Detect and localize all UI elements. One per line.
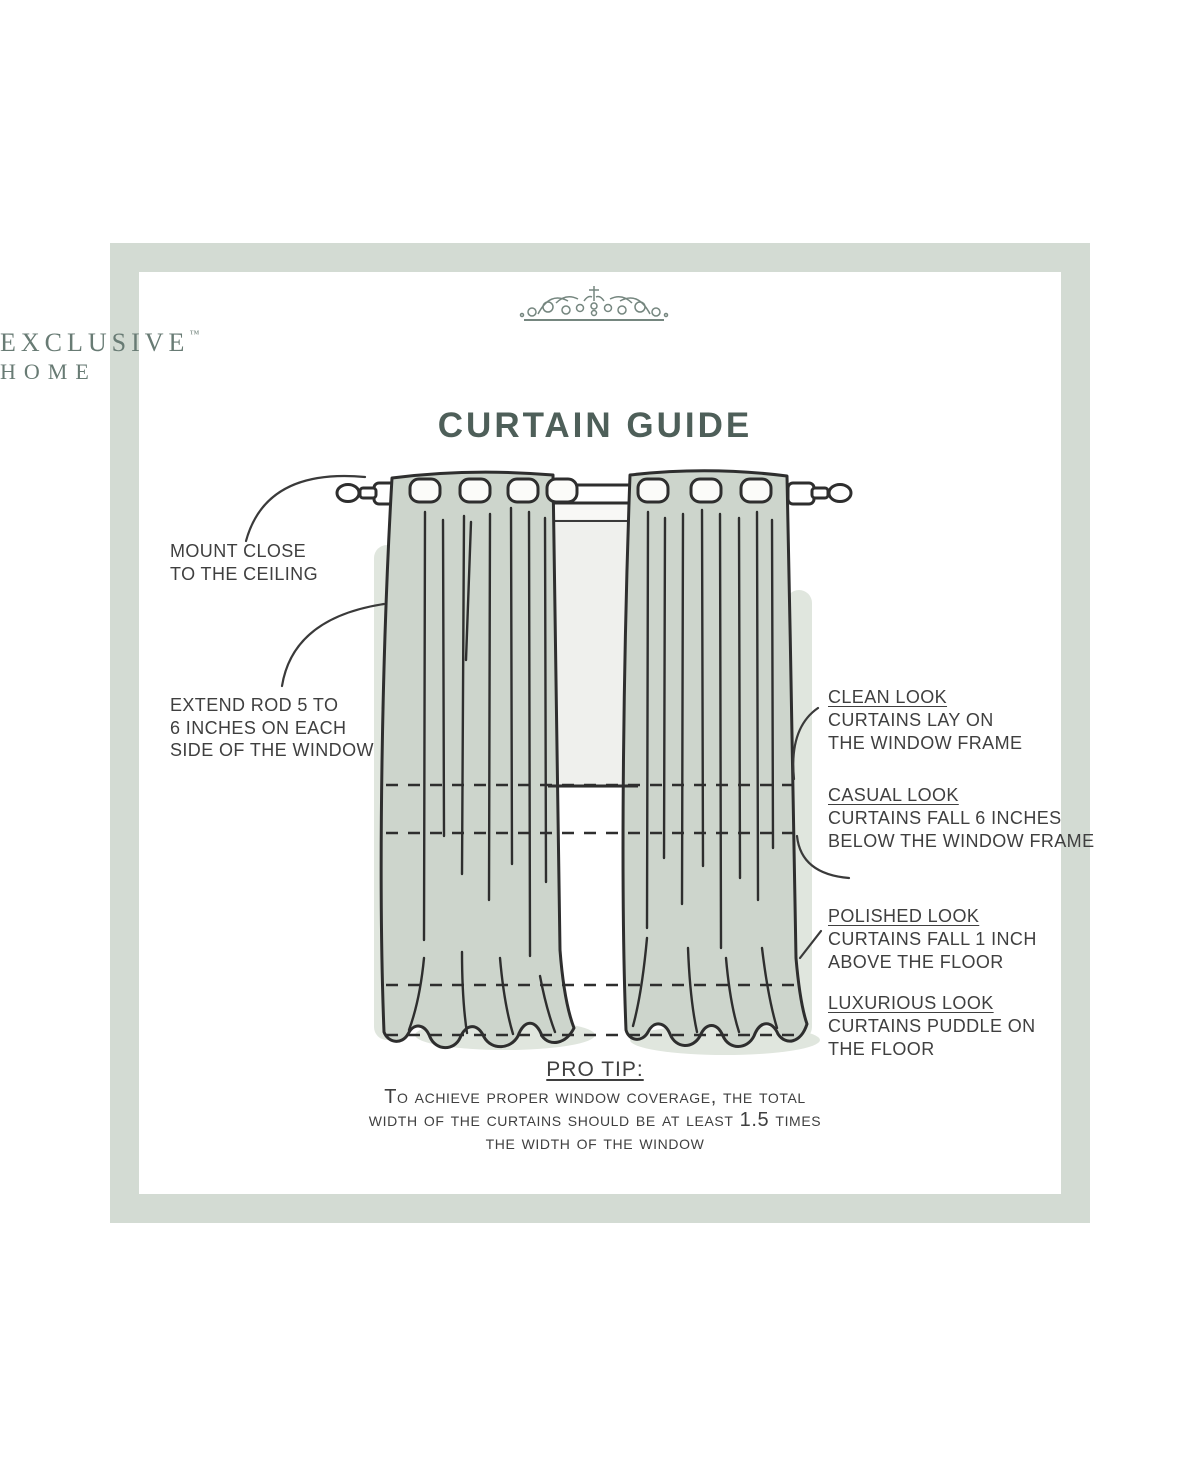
look-line: THE FLOOR xyxy=(828,1039,935,1059)
look-line: CURTAINS FALL 1 INCH xyxy=(828,929,1037,949)
pro-tip-line: the width of the window xyxy=(485,1132,705,1154)
right-curtain-panel xyxy=(621,469,809,1048)
annotation-line: TO THE CEILING xyxy=(170,563,318,584)
drape-fold-lines xyxy=(407,506,779,1036)
rod-finial-right xyxy=(786,481,853,506)
brand-wordmark: EXCLUSIVE™ xyxy=(0,328,1190,358)
grommet-tabs xyxy=(408,477,773,504)
look-line: CURTAINS FALL 6 INCHES xyxy=(828,808,1062,828)
look-line: THE WINDOW FRAME xyxy=(828,733,1023,753)
page-title: CURTAIN GUIDE xyxy=(437,406,753,445)
casual-look-pointer xyxy=(795,834,851,880)
pro-tip-heading-text: PRO TIP: xyxy=(546,1058,644,1081)
look-heading: POLISHED LOOK xyxy=(828,906,980,926)
annotation-mount-close: MOUNT CLOSE TO THE CEILING xyxy=(170,540,318,585)
annotation-polished-look: POLISHED LOOK CURTAINS FALL 1 INCH ABOVE… xyxy=(828,905,1037,974)
annotation-line: SIDE OF THE WINDOW xyxy=(170,740,374,760)
annotation-clean-look: CLEAN LOOK CURTAINS LAY ON THE WINDOW FR… xyxy=(828,686,1022,755)
pro-tip-line: width of the curtains should be at least… xyxy=(368,1109,822,1131)
annotation-line: 6 INCHES ON EACH xyxy=(170,717,347,738)
look-line: ABOVE THE FLOOR xyxy=(828,952,1004,972)
pointer-arcs xyxy=(244,475,851,960)
annotation-extend-rod: EXTEND ROD 5 TO 6 INCHES ON EACH SIDE OF… xyxy=(170,694,374,762)
brand-wordmark-line2: HOME xyxy=(0,359,97,384)
look-line: CURTAINS PUDDLE ON xyxy=(828,1016,1036,1036)
annotation-luxurious-look: LUXURIOUS LOOK CURTAINS PUDDLE ON THE FL… xyxy=(828,992,1036,1061)
look-heading: LUXURIOUS LOOK xyxy=(828,993,994,1013)
mount-close-pointer xyxy=(244,475,367,543)
pro-tip-heading: PRO TIP: xyxy=(0,1058,1190,1082)
look-line: BELOW THE WINDOW FRAME xyxy=(828,831,1095,851)
look-line: CURTAINS LAY ON xyxy=(828,710,994,730)
pro-tip-line: To achieve proper window coverage, the t… xyxy=(384,1086,806,1108)
annotation-line: MOUNT CLOSE xyxy=(170,541,307,561)
polished-look-pointer xyxy=(798,929,823,960)
border-frame xyxy=(110,243,1090,1223)
annotation-line: EXTEND ROD 5 TO xyxy=(170,695,339,715)
look-heading: CLEAN LOOK xyxy=(828,687,948,707)
brand-name-text: EXCLUSIVE xyxy=(0,328,190,357)
extend-rod-pointer xyxy=(280,602,386,688)
clean-look-pointer xyxy=(792,706,820,781)
left-curtain-panel xyxy=(379,470,576,1050)
trademark-symbol: ™ xyxy=(189,329,200,340)
annotation-casual-look: CASUAL LOOK CURTAINS FALL 6 INCHES BELOW… xyxy=(828,784,1094,853)
look-heading: CASUAL LOOK xyxy=(828,785,959,805)
filigree-crest-ornament-icon xyxy=(519,286,669,321)
